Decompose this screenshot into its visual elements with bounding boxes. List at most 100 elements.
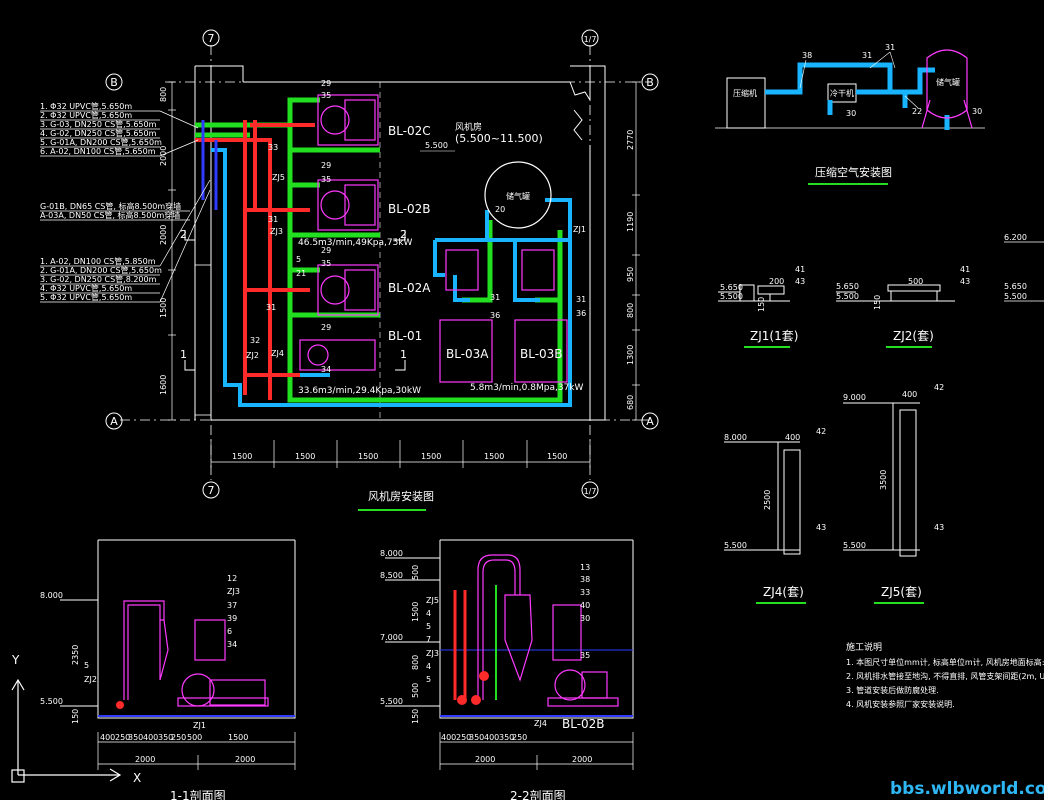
callout: 35 — [580, 651, 590, 660]
dim: 1500 — [295, 452, 315, 461]
dim: 950 — [626, 267, 635, 282]
pipe-note: 3. G-03, DN250 CS管,5.650m — [40, 119, 157, 129]
callout: 31 — [862, 51, 872, 60]
pipe-note: 4. Φ32 UPVC管,5.650m — [40, 283, 132, 293]
air-tank — [484, 161, 552, 229]
grid-bubble-B-right — [641, 73, 659, 91]
vdim: 1500 — [411, 602, 420, 622]
zj2-level-bottom: 5.500 — [836, 292, 859, 301]
pipe-note: 6. A-02, DN100 CS管,5.650m — [40, 146, 156, 156]
callout: 30 — [972, 107, 982, 116]
callout: 31 — [490, 293, 500, 302]
callout: ZJ1 — [193, 721, 206, 730]
section2-title: 2-2剖面图 — [510, 789, 566, 800]
zj1-callout-43: 43 — [795, 277, 805, 286]
notes-title: 施工说明 — [846, 641, 882, 653]
room-walls — [194, 65, 606, 421]
section1-title: 1-1剖面图 — [170, 789, 226, 800]
blower-bl02a — [317, 264, 379, 316]
compressor-label: 压缩机 — [733, 88, 757, 98]
right-dimensions: 2770 1190 950 800 1300 680 — [626, 130, 635, 410]
dim: 2000 — [159, 225, 168, 245]
spec-bl03: 5.8m3/min,0.8Mpa,37kW — [470, 383, 584, 393]
dim: 1500 — [484, 452, 504, 461]
callout: 33 — [268, 143, 278, 152]
pipe-note: 1. A-02, DN100 CS管,5.850m — [40, 256, 156, 266]
pipe-note: A-03A, DN50 CS管, 标高8.500m穿墙 — [40, 210, 180, 220]
callout: 31 — [885, 43, 895, 52]
note-item: 2. 风机排水管接至地沟, 不得直排, 风管支架间距(2m, UPVC管支架间距… — [846, 671, 1044, 681]
vdim: 500 — [411, 565, 420, 580]
floor-level: 5.500 — [425, 141, 448, 150]
grid-bubble-17-bottom — [581, 481, 599, 499]
watermark-text: bbs.wlbworld.com — [890, 779, 1044, 799]
zj2-title: ZJ2(套) — [893, 329, 934, 343]
callout: ZJ3 — [426, 649, 439, 658]
grid-bubble-7-bottom — [202, 481, 220, 499]
zj5-callout-42: 42 — [934, 383, 944, 392]
dim: 2000 — [159, 146, 168, 166]
room-level: (5.500~11.500) — [455, 132, 543, 145]
callout: 12 — [227, 574, 237, 583]
grid-bubble-7-top — [202, 29, 220, 47]
blower-bl02c — [317, 94, 379, 146]
grid-bubble-B-left — [105, 73, 123, 91]
callout: 36 — [576, 309, 586, 318]
hdim: 250 — [512, 733, 527, 742]
grid-label-17-bottom: 1/7 — [584, 487, 597, 496]
pipe-note: 4. G-02, DN250 CS管,5.650m — [40, 128, 157, 138]
zj4-height: 2500 — [763, 490, 772, 510]
callout: 31 — [268, 215, 278, 224]
label-bl02b: BL-02B — [388, 202, 431, 216]
plan-view: 7 1/7 7 1/7 B B A A — [40, 29, 659, 511]
callout: 7 — [426, 635, 431, 644]
dim: 800 — [626, 303, 635, 318]
section2-equipment-label: BL-02B — [562, 717, 605, 731]
compressed-air-view: 压缩机 冷干机 储气罐 38 31 31 30 22 30 — [715, 43, 985, 185]
hdim: 250 — [456, 733, 471, 742]
callout: ZJ5 — [272, 173, 285, 182]
section2-equipment — [477, 554, 619, 707]
section-mark-2-left: 2 — [180, 228, 187, 241]
section-mark-1-left: 1 — [180, 348, 187, 361]
hdim: 400 — [100, 733, 115, 742]
zj2-callout-41: 41 — [960, 265, 970, 274]
callout: ZJ3 — [270, 227, 283, 236]
grid-label-B-left: B — [110, 76, 118, 89]
callout: ZJ2 — [84, 675, 97, 684]
dim: 1500 — [421, 452, 441, 461]
callout: 40 — [580, 601, 590, 610]
green-air-pipes — [195, 97, 563, 403]
bottom-dimensions: 1500 1500 1500 1500 1500 1500 — [232, 452, 567, 461]
zj2-height: 150 — [873, 295, 882, 310]
callout: 37 — [227, 601, 237, 610]
hdim: 400 — [143, 733, 158, 742]
callout: 36 — [490, 311, 500, 320]
hdim: 500 — [187, 733, 202, 742]
dryer-right — [521, 249, 555, 291]
dim: 1190 — [626, 212, 635, 232]
level: 5.500 — [40, 697, 63, 706]
zj1-width: 200 — [769, 277, 784, 286]
pipe-note: 1. Φ32 UPVC管,5.650m — [40, 101, 132, 111]
callout: 33 — [580, 588, 590, 597]
air-tank-label: 储气罐 — [506, 191, 530, 201]
zj3-level-top: 6.200 — [1004, 233, 1027, 242]
callout: 5 — [426, 622, 431, 631]
callout: 32 — [250, 336, 260, 345]
ucs-axis-icon — [11, 678, 122, 783]
ucs-x-label: X — [133, 771, 141, 785]
pipe-note: 5. Φ32 UPVC管,5.650m — [40, 292, 132, 302]
plan-callouts: 29 35 33 ZJ5 29 35 31 ZJ3 5 29 35 31 32 … — [246, 79, 586, 374]
label-bl01: BL-01 — [388, 329, 422, 343]
spec-bl02: 46.5m3/min,49Kpa,75kW — [298, 238, 413, 248]
section1-levels: 8.000 5.500 2350 150 — [40, 591, 80, 724]
dim: 2770 — [626, 130, 635, 150]
blower-bl02b — [317, 179, 379, 231]
label-bl03a: BL-03A — [446, 347, 489, 361]
callout: 38 — [580, 575, 590, 584]
callout: 6 — [227, 627, 232, 636]
cyan-compressed-air-pipes — [211, 148, 572, 407]
zj5-title: ZJ5(套) — [881, 585, 922, 599]
